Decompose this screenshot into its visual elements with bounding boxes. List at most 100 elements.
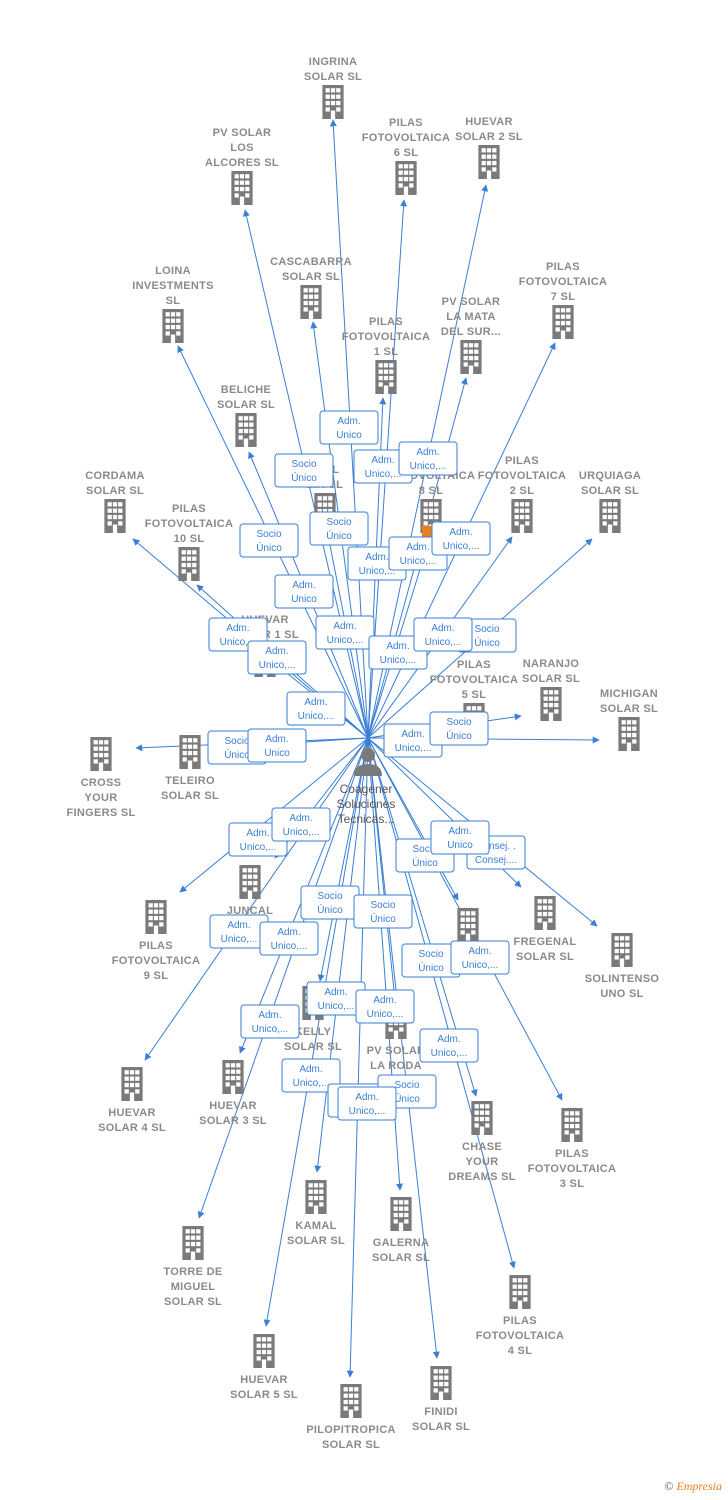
relation-text: Unico xyxy=(447,840,473,851)
relation-label[interactable]: Adm.Unico,... xyxy=(259,921,319,956)
relation-text: Unico,... xyxy=(271,941,308,952)
company-label-line: FINIDI xyxy=(424,1406,458,1418)
company-label-line: FINGERS SL xyxy=(66,807,135,819)
relation-label[interactable]: Adm.Unico,... xyxy=(281,1058,341,1093)
brand-name[interactable]: Empresia xyxy=(676,1479,722,1493)
relation-label[interactable]: Adm.Unico,... xyxy=(315,615,375,650)
center-person[interactable]: Coagener Soluciones Tecnicas... xyxy=(337,748,396,826)
relation-label[interactable]: Adm.Unico,... xyxy=(286,691,346,726)
relation-label[interactable]: Adm.Unico,... xyxy=(306,981,366,1016)
building-icon xyxy=(390,1197,412,1231)
relation-box xyxy=(430,820,490,855)
relation-text: Adm. xyxy=(416,447,439,458)
footer-brand: © Empresia xyxy=(664,1479,722,1494)
building-icon xyxy=(618,717,640,751)
relation-label[interactable]: Adm.Unico,... xyxy=(368,635,428,670)
company-label-line: SOLAR SL xyxy=(322,1439,380,1451)
relation-label[interactable]: Adm.Unico,... xyxy=(413,617,473,652)
relation-label[interactable]: Adm. Unico xyxy=(430,820,490,855)
relation-text: Unico xyxy=(291,594,317,605)
company-label-line: PILOPITROPICA xyxy=(306,1424,395,1436)
relation-label[interactable]: Adm.Unico,... xyxy=(247,640,307,675)
relation-text: Unico,... xyxy=(283,827,320,838)
relation-label[interactable]: Adm.Unico,... xyxy=(240,1004,300,1039)
relation-text: Adm. xyxy=(373,995,396,1006)
relation-label[interactable]: Adm.Unico,... xyxy=(355,989,415,1024)
relation-label[interactable]: Adm.Unico xyxy=(247,728,307,763)
relation-box xyxy=(247,640,307,675)
relation-text: Unico,... xyxy=(349,1106,386,1117)
relation-text: Único xyxy=(418,961,444,974)
relation-label[interactable]: Adm.Unico,... xyxy=(431,521,491,556)
company-node-pilopitropica[interactable]: PILOPITROPICA SOLAR SL xyxy=(306,1384,395,1451)
company-label-line: LOS xyxy=(230,142,254,154)
relation-text: Único xyxy=(326,529,352,542)
relation-label[interactable]: Adm.Unico,... xyxy=(419,1028,479,1063)
company-label-line: PV SOLAR xyxy=(367,1045,426,1057)
relation-label[interactable]: Adm.Unico xyxy=(274,574,334,609)
relation-label[interactable]: Adm.Unico,... xyxy=(271,807,331,842)
relation-text: Adm. xyxy=(448,826,471,837)
company-label-line: GALERNA xyxy=(373,1237,430,1249)
relation-label[interactable]: Adm.Unico,... xyxy=(337,1086,397,1121)
company-label-line: FOTOVOLTAICA xyxy=(528,1163,617,1175)
relation-label[interactable]: Adm.Unico,... xyxy=(209,914,269,949)
relation-label[interactable]: Adm.Unico,... xyxy=(383,723,443,758)
company-label-line: SOLAR SL xyxy=(600,703,658,715)
relation-text: Adm. xyxy=(304,697,327,708)
company-label-line: ALCORES SL xyxy=(205,157,279,169)
relation-box xyxy=(281,1058,341,1093)
relation-text: Único xyxy=(291,471,317,484)
building-icon xyxy=(511,499,533,533)
relation-label[interactable]: Adm.Unico,... xyxy=(398,441,458,476)
relation-label[interactable]: Adm.Unico xyxy=(319,410,379,445)
building-icon xyxy=(231,171,253,205)
relation-label[interactable]: Adm.Unico,... xyxy=(450,940,510,975)
relation-box xyxy=(353,894,413,929)
relation-text: Unico xyxy=(336,430,362,441)
company-label-line: 1 SL xyxy=(374,346,398,358)
company-label-line: SOLINTENSO xyxy=(585,973,660,985)
relation-text: Socio xyxy=(418,949,443,960)
